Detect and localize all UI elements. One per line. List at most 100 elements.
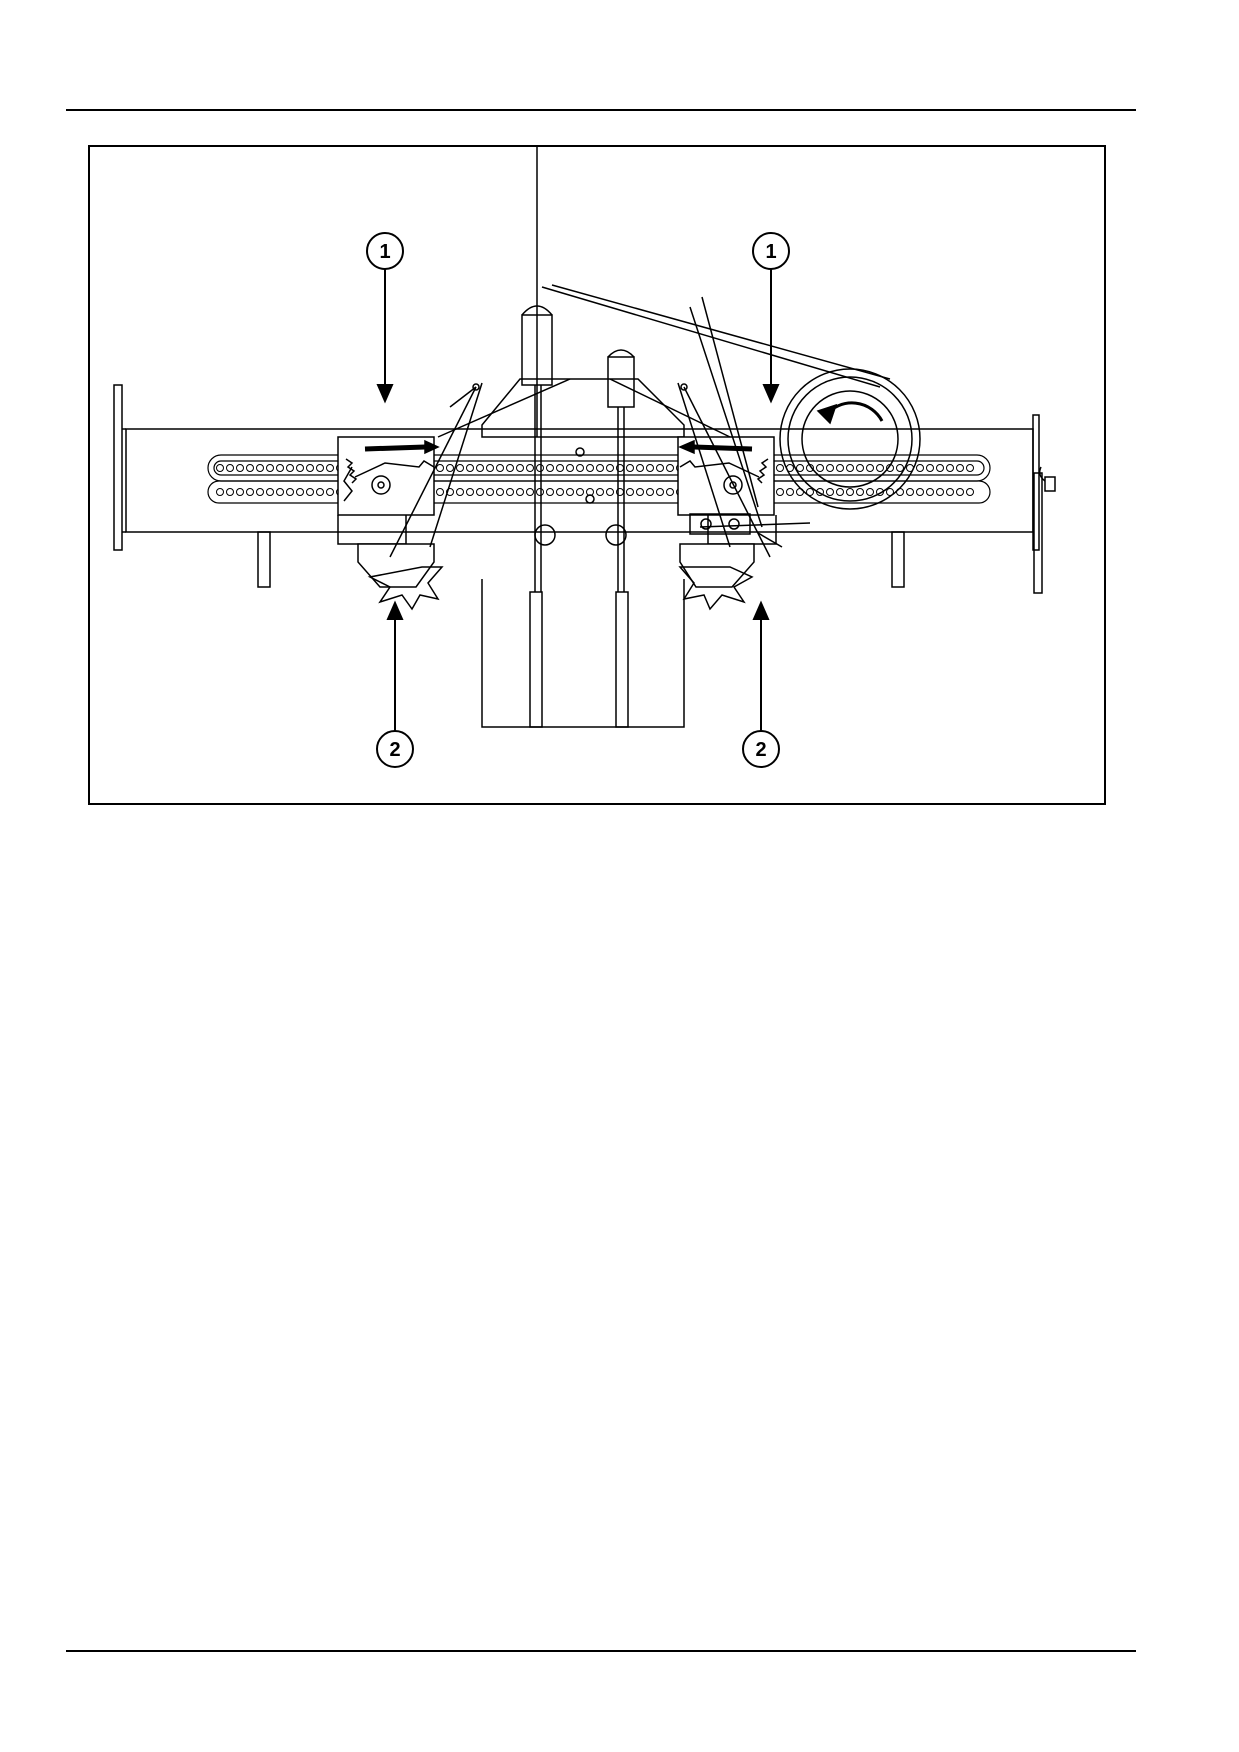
chain-link — [476, 488, 484, 496]
chain-links — [216, 464, 974, 496]
chain-link — [256, 464, 264, 472]
chain-link — [786, 488, 794, 496]
chain-link — [896, 464, 904, 472]
chain-link — [616, 464, 624, 472]
drive-wheel — [541, 284, 1056, 594]
chain-link — [936, 464, 944, 472]
chain-link — [926, 464, 934, 472]
callout-label: 2 — [755, 739, 766, 761]
callout-label: 1 — [379, 241, 390, 263]
chain-link — [316, 488, 324, 496]
chain-link — [826, 488, 834, 496]
chain-link — [946, 464, 954, 472]
chain-link — [966, 488, 974, 496]
chain-link — [906, 488, 914, 496]
chain-link — [226, 464, 234, 472]
chain-link — [846, 488, 854, 496]
chain-link — [226, 488, 234, 496]
chain-link — [856, 488, 864, 496]
chain-link — [926, 488, 934, 496]
chain-link — [446, 464, 454, 472]
chain-link — [936, 488, 944, 496]
chain-link — [646, 464, 654, 472]
callout-1-right: 1 — [752, 232, 790, 270]
chain-link — [456, 488, 464, 496]
chain-link — [836, 464, 844, 472]
chain-link — [296, 464, 304, 472]
left-carriage — [337, 436, 444, 611]
chain-link — [506, 488, 514, 496]
chain-link — [796, 464, 804, 472]
chain-link — [496, 488, 504, 496]
chain-link — [506, 464, 514, 472]
chain-link — [856, 464, 864, 472]
drive-chain — [207, 454, 991, 504]
chain-link — [466, 464, 474, 472]
chain-link — [666, 488, 674, 496]
chain-link — [516, 488, 524, 496]
chain-link — [956, 488, 964, 496]
chain-link — [646, 488, 654, 496]
chain-link — [596, 464, 604, 472]
pointer-arrows — [376, 269, 780, 731]
chain-link — [486, 464, 494, 472]
chain-link — [276, 488, 284, 496]
chain-link — [286, 464, 294, 472]
illustration-frame: 1 1 2 2 — [88, 145, 1106, 805]
linkage-rods — [389, 378, 771, 558]
chain-link — [846, 464, 854, 472]
chain-link — [546, 464, 554, 472]
chain-link — [666, 464, 674, 472]
chain-link — [886, 488, 894, 496]
chain-link — [866, 488, 874, 496]
chain-link — [576, 464, 584, 472]
chain-link — [436, 464, 444, 472]
chain-link — [636, 488, 644, 496]
chain-link — [596, 488, 604, 496]
chain-link — [556, 488, 564, 496]
chain-link — [486, 488, 494, 496]
chain-link — [966, 464, 974, 472]
chain-link — [616, 488, 624, 496]
chain-link — [306, 488, 314, 496]
chain-link — [866, 464, 874, 472]
chain-link — [246, 464, 254, 472]
chain-link — [876, 464, 884, 472]
chain-link — [266, 464, 274, 472]
chain-link — [276, 464, 284, 472]
chain-conveyor-illustration: 1 1 2 2 — [113, 147, 1056, 768]
chain-link — [326, 464, 334, 472]
chain-link — [456, 464, 464, 472]
chain-link — [916, 464, 924, 472]
chain-link — [816, 464, 824, 472]
chain-link — [656, 464, 664, 472]
chain-link — [916, 488, 924, 496]
callout-label: 2 — [389, 739, 400, 761]
chain-link — [516, 464, 524, 472]
chain-link — [216, 464, 224, 472]
chain-link — [586, 488, 594, 496]
chain-link — [256, 488, 264, 496]
chain-link — [656, 488, 664, 496]
chain-link — [536, 488, 544, 496]
chain-link — [316, 464, 324, 472]
chain-link — [266, 488, 274, 496]
chain-link — [576, 488, 584, 496]
chain-link — [536, 464, 544, 472]
chain-link — [776, 464, 784, 472]
chain-link — [606, 488, 614, 496]
chain-link — [296, 488, 304, 496]
chain-link — [236, 464, 244, 472]
chain-link — [326, 488, 334, 496]
chain-link — [566, 488, 574, 496]
chain-link — [446, 488, 454, 496]
chain-link — [216, 488, 224, 496]
chain-link — [566, 464, 574, 472]
chain-link — [496, 464, 504, 472]
chain-link — [306, 464, 314, 472]
callout-2-left: 2 — [376, 730, 414, 768]
chain-link — [436, 488, 444, 496]
chain-link — [636, 464, 644, 472]
chain-link — [626, 464, 634, 472]
chain-link — [836, 488, 844, 496]
